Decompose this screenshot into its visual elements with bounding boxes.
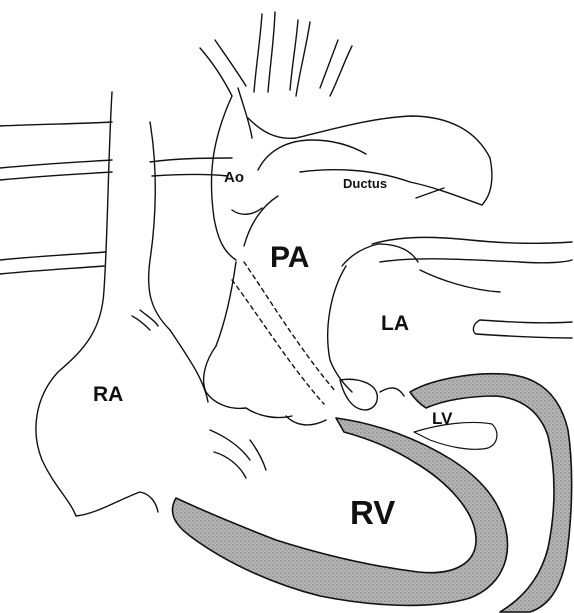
label-rv: RV xyxy=(350,494,395,531)
systemic-veins xyxy=(0,122,232,274)
label-pa: PA xyxy=(270,241,309,274)
label-ra: RA xyxy=(93,383,123,406)
labels: Ao Ductus PA LA RA LV RV xyxy=(93,169,453,531)
label-la: LA xyxy=(381,312,409,335)
right-atrium xyxy=(36,92,208,516)
trabeculae xyxy=(210,430,266,478)
ventricular-wall xyxy=(172,374,571,612)
label-ao: Ao xyxy=(224,169,244,186)
label-ductus: Ductus xyxy=(343,176,387,191)
left-atrium xyxy=(328,266,572,392)
valve-region xyxy=(340,379,404,410)
dashed-pa-course xyxy=(232,262,336,404)
ductus-arteriosus xyxy=(300,170,482,205)
label-lv: LV xyxy=(432,409,453,428)
